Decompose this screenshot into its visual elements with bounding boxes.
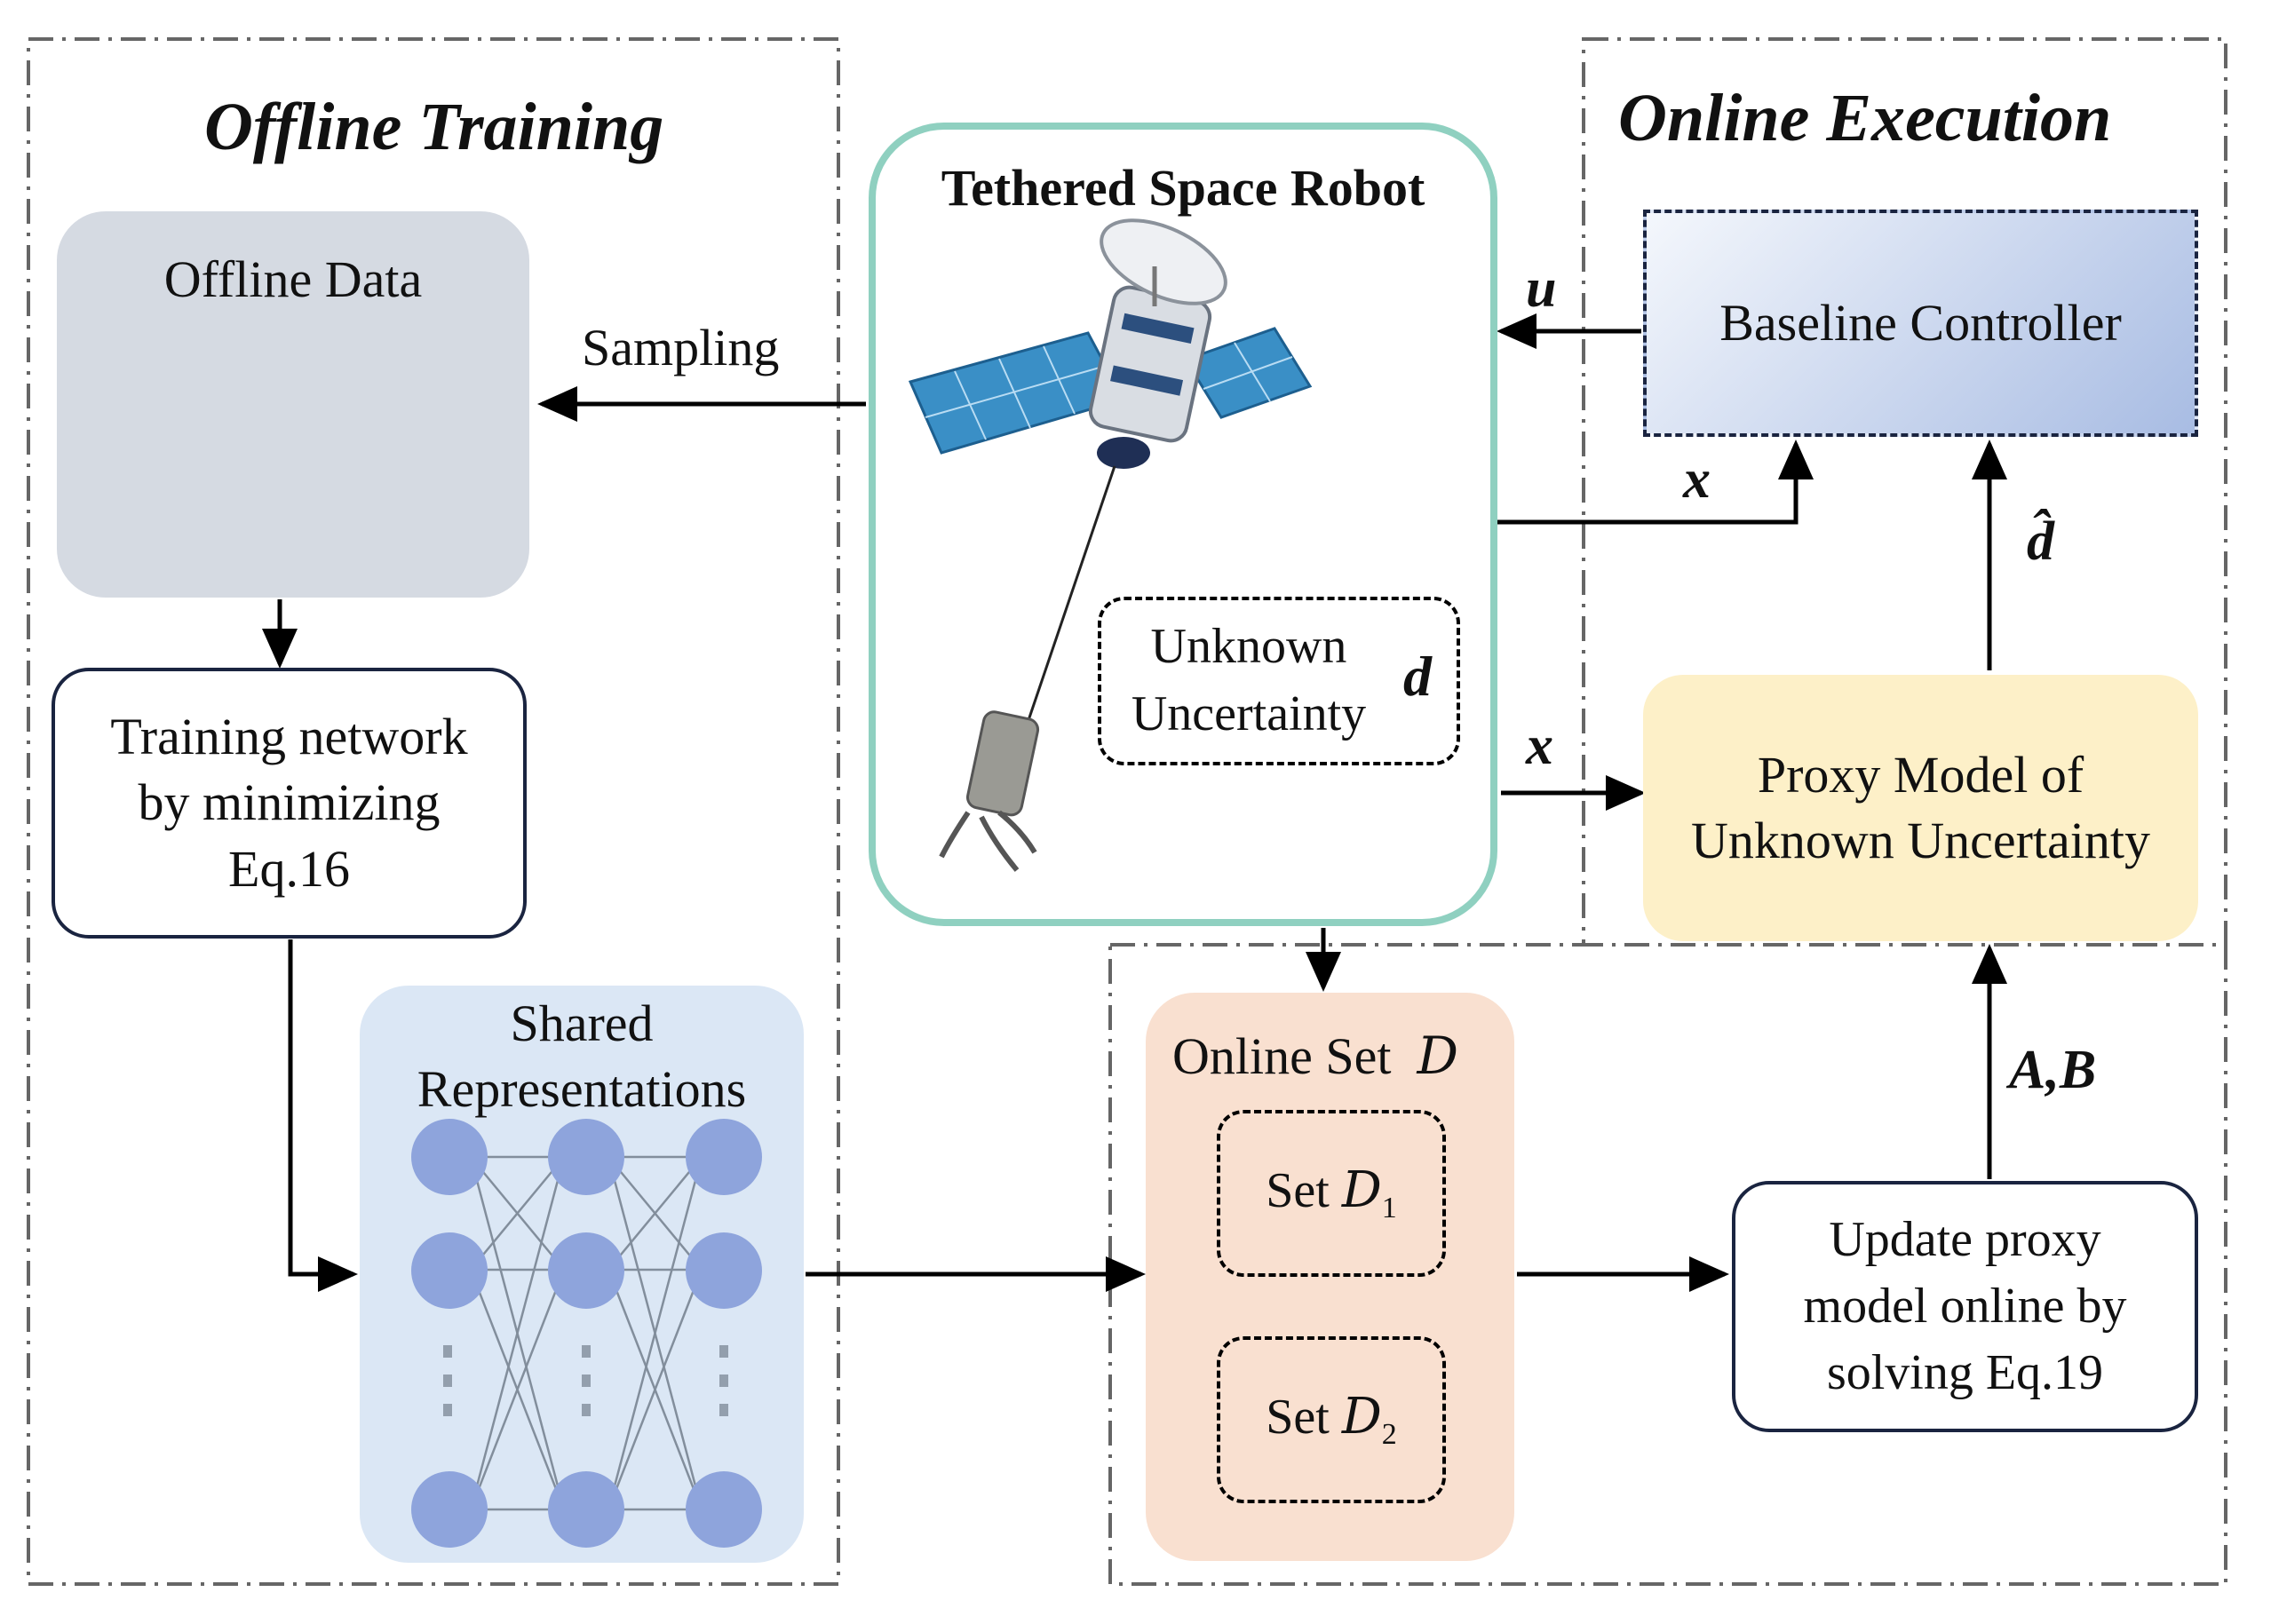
unknown-uncertainty-box bbox=[1098, 597, 1460, 765]
baseline-controller-label: Baseline Controller bbox=[1719, 293, 2122, 352]
neuron bbox=[548, 1232, 624, 1309]
set-d2-box: Set D2 bbox=[1217, 1336, 1446, 1503]
set-d1-label: Set bbox=[1266, 1163, 1330, 1219]
neuron bbox=[686, 1471, 762, 1548]
training-line-2: by minimizing bbox=[138, 773, 441, 832]
set-d1-box: Set D1 bbox=[1217, 1110, 1446, 1277]
neuron bbox=[548, 1471, 624, 1548]
proxy-line-1: Proxy Model of bbox=[1757, 745, 2084, 804]
set-d1-symbol: D bbox=[1341, 1161, 1382, 1220]
neuron bbox=[411, 1471, 488, 1548]
set-d2-subscript: 2 bbox=[1381, 1418, 1397, 1452]
shared-line-1: Shared bbox=[510, 994, 654, 1052]
signal-u-label: u bbox=[1526, 258, 1557, 319]
neuron bbox=[686, 1119, 762, 1195]
online-section-frame-top bbox=[1582, 37, 2227, 947]
online-set-label: Online Set bbox=[1172, 1027, 1392, 1085]
offline-section-frame bbox=[27, 37, 840, 1586]
update-line-3: solving Eq.19 bbox=[1826, 1345, 2104, 1401]
signal-ab-label: A,B bbox=[2009, 1040, 2097, 1100]
online-set-title: Online Set D bbox=[1172, 1023, 1458, 1089]
online-set-symbol: D bbox=[1417, 1026, 1458, 1086]
arrows bbox=[262, 313, 2007, 1292]
shared-line-2: Representations bbox=[417, 1060, 747, 1119]
tethered-space-robot-box bbox=[869, 123, 1497, 926]
offline-data-box: Offline Data bbox=[57, 211, 529, 598]
training-line-1: Training network bbox=[110, 708, 468, 766]
robot-title: Tethered Space Robot bbox=[941, 159, 1425, 217]
offline-section-title: Offline Training bbox=[204, 90, 664, 164]
set-d2-label: Set bbox=[1266, 1390, 1330, 1446]
training-line-3: Eq.16 bbox=[228, 839, 350, 898]
sampling-label: Sampling bbox=[582, 319, 780, 376]
uncertainty-line-2: Uncertainty bbox=[1131, 686, 1367, 741]
uncertainty-line-1: Unknown bbox=[1150, 619, 1347, 675]
online-section-frame-bottom bbox=[1108, 943, 2227, 1586]
signal-x-top-label: x bbox=[1683, 449, 1711, 510]
x-to-baseline-arrow bbox=[1492, 440, 1814, 525]
proxy-model-box: Proxy Model of Unknown Uncertainty bbox=[1643, 675, 2198, 941]
set-d1-subscript: 1 bbox=[1381, 1192, 1397, 1225]
unknown-uncertainty-text: Unknown Uncertainty bbox=[1098, 597, 1400, 765]
training-to-shared-arrow bbox=[288, 939, 358, 1292]
online-set-box bbox=[1146, 993, 1514, 1561]
update-line-2: model online by bbox=[1803, 1278, 2127, 1334]
update-line-1: Update proxy bbox=[1829, 1211, 2101, 1267]
signal-dhat-label: d̂ bbox=[2027, 511, 2054, 572]
signal-x-mid-label: x bbox=[1526, 716, 1553, 776]
online-section-title: Online Execution bbox=[1618, 81, 2112, 155]
neuron bbox=[686, 1232, 762, 1309]
training-network-box: Training network by minimizing Eq.16 bbox=[52, 668, 527, 939]
neuron bbox=[411, 1232, 488, 1309]
proxy-line-2: Unknown Uncertainty bbox=[1690, 812, 2151, 869]
baseline-controller-box: Baseline Controller bbox=[1643, 210, 2198, 437]
neuron bbox=[411, 1119, 488, 1195]
update-proxy-box: Update proxy model online by solving Eq.… bbox=[1732, 1181, 2198, 1432]
uncertainty-symbol-d: d bbox=[1403, 645, 1432, 708]
offline-data-label: Offline Data bbox=[163, 250, 423, 308]
neuron bbox=[548, 1119, 624, 1195]
satellite-illustration bbox=[908, 218, 1313, 872]
set-d2-symbol: D bbox=[1341, 1388, 1382, 1446]
